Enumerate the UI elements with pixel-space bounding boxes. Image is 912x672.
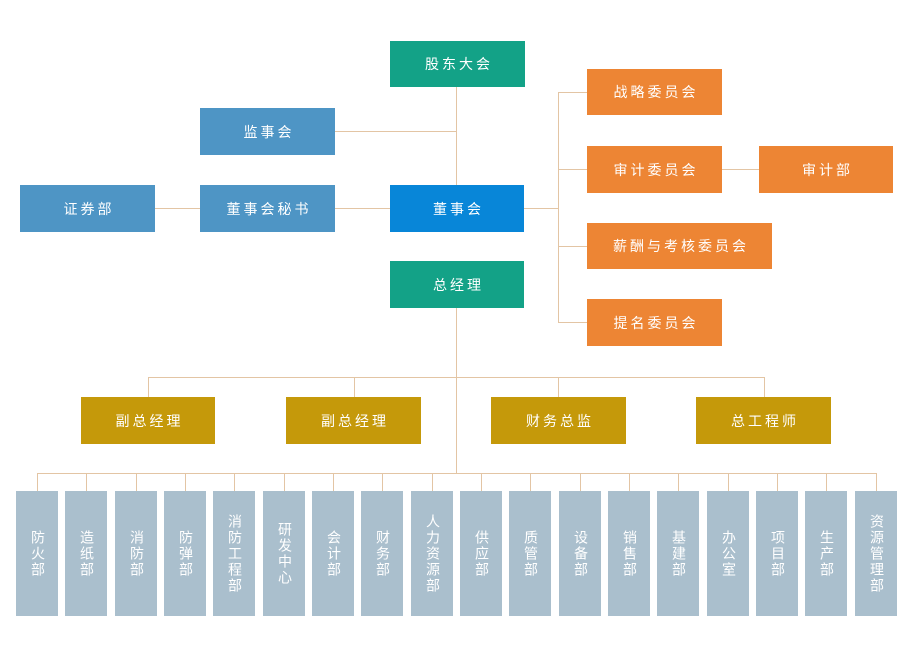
connector-line	[354, 377, 355, 397]
connector-line	[335, 208, 390, 209]
connector-line	[234, 473, 235, 491]
org-node-chief-engineer: 总工程师	[696, 397, 831, 444]
connector-line	[826, 473, 827, 491]
org-node-papermaking-dept: 造纸部	[65, 491, 107, 616]
org-node-supply-dept: 供应部	[460, 491, 502, 616]
org-node-accounting-dept: 会计部	[312, 491, 354, 616]
connector-line	[481, 473, 482, 491]
connector-line	[335, 131, 456, 132]
org-node-securities-dept: 证券部	[20, 185, 155, 232]
org-node-production-dept: 生产部	[805, 491, 847, 616]
org-node-shareholders-meeting: 股东大会	[390, 41, 525, 87]
connector-line	[728, 473, 729, 491]
org-node-office: 办公室	[707, 491, 749, 616]
connector-line	[629, 473, 630, 491]
org-node-finance-director: 财务总监	[491, 397, 626, 444]
org-node-compensation-committee: 薪酬与考核委员会	[587, 223, 772, 269]
connector-line	[876, 473, 877, 491]
org-node-fire-fighting-dept: 消防部	[115, 491, 157, 616]
connector-line	[432, 473, 433, 491]
connector-line	[284, 473, 285, 491]
org-node-fire-prevention-dept: 防火部	[16, 491, 58, 616]
org-node-infrastructure-dept: 基建部	[657, 491, 699, 616]
org-node-audit-dept: 审计部	[759, 146, 893, 193]
connector-line	[558, 322, 587, 323]
org-node-rd-center: 研发中心	[263, 491, 305, 616]
org-node-audit-committee: 审计委员会	[587, 146, 722, 193]
connector-line	[722, 169, 759, 170]
org-node-deputy-gm-1: 副总经理	[81, 397, 215, 444]
org-node-resource-management-dept: 资源管理部	[855, 491, 897, 616]
connector-line	[37, 473, 876, 474]
org-node-board-secretary: 董事会秘书	[200, 185, 335, 232]
connector-line	[777, 473, 778, 491]
org-node-hr-dept: 人力资源部	[411, 491, 453, 616]
connector-line	[558, 169, 587, 170]
connector-line	[86, 473, 87, 491]
connector-line	[764, 377, 765, 397]
connector-line	[524, 208, 558, 209]
connector-line	[580, 473, 581, 491]
connector-line	[456, 87, 457, 185]
connector-line	[148, 377, 149, 397]
org-node-fire-engineering-dept: 消防工程部	[213, 491, 255, 616]
org-node-project-dept: 项目部	[756, 491, 798, 616]
connector-line	[558, 92, 559, 322]
connector-line	[37, 473, 38, 491]
connector-line	[558, 377, 559, 397]
connector-line	[678, 473, 679, 491]
connector-line	[333, 473, 334, 491]
connector-line	[456, 308, 457, 473]
connector-line	[558, 92, 587, 93]
org-node-bulletproof-dept: 防弹部	[164, 491, 206, 616]
org-node-board-of-directors: 董事会	[390, 185, 524, 232]
org-node-strategy-committee: 战略委员会	[587, 69, 722, 115]
connector-line	[148, 377, 764, 378]
connector-line	[185, 473, 186, 491]
org-node-supervisory-board: 监事会	[200, 108, 335, 155]
connector-line	[558, 246, 587, 247]
org-node-quality-dept: 质管部	[509, 491, 551, 616]
org-node-equipment-dept: 设备部	[559, 491, 601, 616]
org-node-finance-dept: 财务部	[361, 491, 403, 616]
connector-line	[136, 473, 137, 491]
connector-line	[382, 473, 383, 491]
connector-line	[155, 208, 200, 209]
org-node-sales-dept: 销售部	[608, 491, 650, 616]
org-node-nomination-committee: 提名委员会	[587, 299, 722, 346]
connector-line	[530, 473, 531, 491]
org-node-general-manager: 总经理	[390, 261, 524, 308]
org-node-deputy-gm-2: 副总经理	[286, 397, 421, 444]
